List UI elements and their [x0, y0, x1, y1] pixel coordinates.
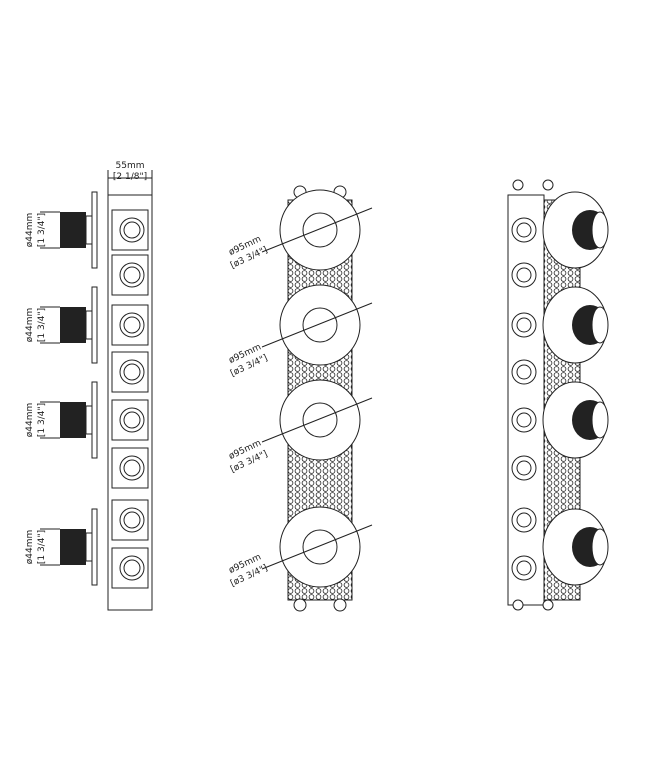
knob-icon: [60, 529, 86, 565]
trim-plate-circle: [279, 379, 361, 461]
port-inner: [516, 222, 532, 238]
trim-plate-circle: [279, 189, 361, 271]
knob-stem: [85, 310, 93, 340]
diameter-leader: [261, 524, 373, 570]
port-outer: [119, 407, 145, 433]
knob-stem: [85, 405, 93, 435]
knob-stem: [85, 215, 93, 245]
port-inner: [516, 512, 532, 528]
knob-cap: [591, 211, 609, 249]
knob-icon: [60, 402, 86, 438]
port-outer: [511, 359, 537, 385]
knob-3-diameter-imperial: [1 3/4"]: [37, 403, 47, 437]
knob-cap: [591, 401, 609, 439]
width-dimension-metric: 55mm: [116, 161, 145, 171]
port-inner: [123, 266, 141, 284]
port-inner: [516, 364, 532, 380]
knob-4-diameter-metric: ø44mm: [25, 530, 35, 565]
valve-module: [111, 351, 149, 393]
port-outer: [511, 217, 537, 243]
port-inner: [123, 511, 141, 529]
knob-cap: [591, 528, 609, 566]
port-outer: [511, 262, 537, 288]
diameter-leader: [261, 302, 373, 348]
trim-plate: [91, 191, 98, 269]
valve-module: [111, 499, 149, 541]
port-outer: [119, 359, 145, 385]
knob-3-diameter-metric: ø44mm: [25, 403, 35, 438]
valve-module: [111, 209, 149, 251]
port-outer: [511, 507, 537, 533]
trim-plate-circle: [279, 506, 361, 588]
port-inner: [123, 411, 141, 429]
port-inner: [516, 412, 532, 428]
port-inner: [123, 221, 141, 239]
mounting-ear: [542, 599, 554, 611]
trim-plate: [91, 381, 98, 459]
port-outer: [119, 507, 145, 533]
valve-module: [111, 447, 149, 489]
width-dimension-imperial: [2 1/8"]: [113, 172, 147, 182]
knob-circle: [302, 529, 338, 565]
diameter-leader: [261, 397, 373, 443]
port-inner: [123, 459, 141, 477]
diameter-leader: [261, 207, 373, 253]
port-inner: [516, 560, 532, 576]
port-inner: [123, 363, 141, 381]
trim-plate-circle: [279, 284, 361, 366]
knob-2-diameter-imperial: [1 3/4"]: [37, 308, 47, 342]
port-inner: [123, 559, 141, 577]
knob-1-diameter-metric: ø44mm: [25, 213, 35, 248]
port-outer: [119, 217, 145, 243]
port-inner: [516, 460, 532, 476]
knob-circle: [302, 212, 338, 248]
valve-module: [111, 547, 149, 589]
port-outer: [119, 455, 145, 481]
port-outer: [119, 262, 145, 288]
valve-module: [111, 254, 149, 296]
mounting-ear: [542, 179, 554, 191]
mounting-ear: [293, 598, 307, 612]
port-inner: [516, 317, 532, 333]
port-outer: [511, 555, 537, 581]
valve-module: [111, 304, 149, 346]
knob-2-diameter-metric: ø44mm: [25, 308, 35, 343]
port-inner: [123, 316, 141, 334]
knob-cap: [591, 306, 609, 344]
port-outer: [119, 312, 145, 338]
front-view: ø95mm [ø3 3/4"] ø95mm [ø3 3/4"] ø95mm [ø…: [227, 185, 373, 612]
knob-1-diameter-imperial: [1 3/4"]: [37, 213, 47, 247]
knob-circle: [302, 307, 338, 343]
isometric-view: [507, 179, 609, 611]
trim-plate: [91, 508, 98, 586]
port-outer: [511, 407, 537, 433]
knob-icon: [60, 212, 86, 248]
knob-circle: [302, 402, 338, 438]
mounting-ear: [512, 179, 524, 191]
valve-module: [111, 399, 149, 441]
trim-plate: [91, 286, 98, 364]
mounting-ear: [333, 598, 347, 612]
port-outer: [511, 312, 537, 338]
mounting-ear: [512, 599, 524, 611]
knob-stem: [85, 532, 93, 562]
knob-icon: [60, 307, 86, 343]
port-outer: [511, 455, 537, 481]
port-inner: [516, 267, 532, 283]
knob-4-diameter-imperial: [1 3/4"]: [37, 530, 47, 564]
side-view: 55mm [2 1/8"] ø44mm [1 3/4"] ø44mm [1 3/…: [25, 161, 153, 611]
port-outer: [119, 555, 145, 581]
